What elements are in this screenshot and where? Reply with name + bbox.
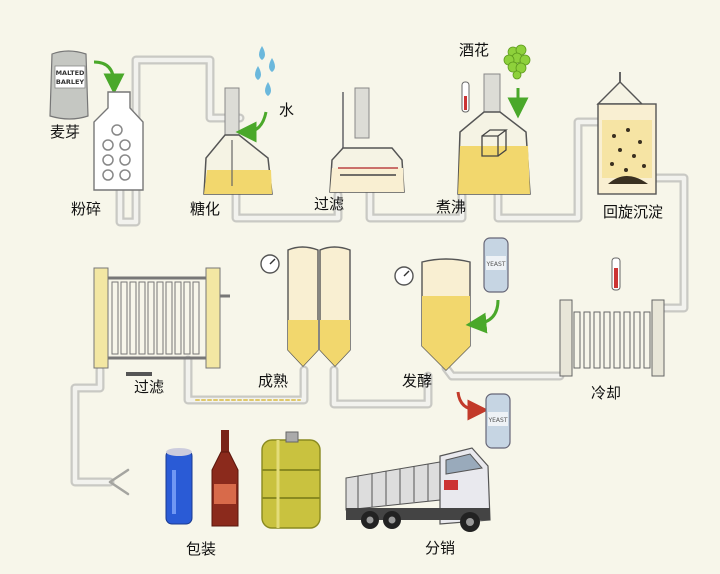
boil-kettle-icon bbox=[457, 73, 531, 195]
water-arrow-icon bbox=[235, 111, 268, 143]
lauter-tun-icon bbox=[329, 87, 405, 193]
label-maturation: 成熟 bbox=[258, 372, 289, 390]
fermenter-tank-icon bbox=[421, 258, 471, 371]
label-filtration: 过滤 bbox=[134, 378, 165, 396]
yeast-out-arrow-icon bbox=[456, 391, 489, 421]
whirlpool-tank-icon bbox=[596, 72, 657, 195]
sack-label-line1: MALTED bbox=[56, 69, 85, 77]
label-milling: 粉碎 bbox=[71, 200, 102, 218]
label-boiling: 煮沸 bbox=[436, 198, 467, 216]
label-whirlpool: 回旋沉淀 bbox=[603, 203, 664, 221]
fermenter-gauge-icon bbox=[394, 266, 414, 286]
label-hops: 酒花 bbox=[459, 41, 490, 59]
malt-sack-icon: MALTED BARLEY bbox=[49, 50, 89, 120]
maturation-gauge-icon bbox=[260, 254, 280, 274]
label-malt: 麦芽 bbox=[50, 123, 81, 141]
yeast-in-arrow-icon bbox=[465, 299, 500, 334]
plate-filter-icon bbox=[93, 267, 230, 376]
yeast-can-out-icon: YEAST bbox=[485, 393, 511, 449]
heat-exchanger-icon bbox=[559, 257, 665, 377]
maturation-tanks-icon bbox=[287, 246, 351, 368]
label-lautering: 过滤 bbox=[314, 195, 345, 213]
label-fermentation: 发酵 bbox=[402, 372, 433, 390]
label-distribution: 分销 bbox=[425, 539, 456, 557]
beer-keg-icon bbox=[261, 431, 321, 529]
label-mashing: 糖化 bbox=[190, 200, 221, 218]
yeast-can-in-icon: YEAST bbox=[483, 237, 509, 293]
thermometer-icon bbox=[461, 81, 470, 113]
pipe-end-fork bbox=[108, 468, 130, 496]
delivery-truck-icon bbox=[345, 447, 491, 532]
yeast-can-in-label: YEAST bbox=[485, 261, 505, 268]
malt-feed-arrow-icon bbox=[93, 60, 125, 95]
yeast-can-out-label: YEAST bbox=[487, 417, 507, 424]
pipes bbox=[70, 55, 689, 496]
label-water: 水 bbox=[279, 101, 295, 119]
label-packaging: 包装 bbox=[186, 540, 217, 558]
pipe-whirlpool-to-cooler bbox=[637, 173, 689, 313]
label-cooling: 冷却 bbox=[591, 384, 622, 402]
beer-bottle-icon bbox=[211, 430, 239, 527]
water-drops-icon bbox=[255, 46, 275, 96]
sack-label-line2: BARLEY bbox=[56, 78, 85, 86]
mill-icon bbox=[93, 91, 144, 191]
hops-icon bbox=[503, 44, 531, 80]
beer-can-icon bbox=[165, 448, 193, 525]
